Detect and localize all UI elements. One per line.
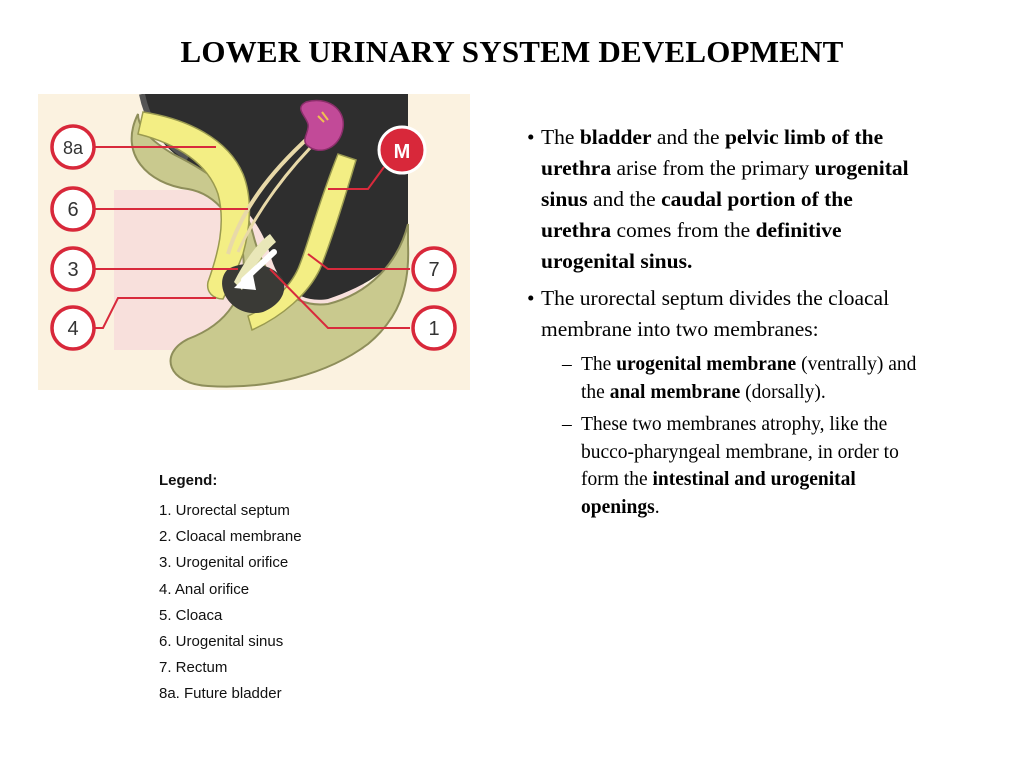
- term-definitive-sinus: definitive urogenital sinus.: [541, 218, 842, 273]
- bullet-urorectal-septum: •The urorectal septum divides the cloaca…: [527, 283, 927, 345]
- legend-item: 8a. Future bladder: [159, 685, 282, 703]
- label-4: 4: [50, 305, 96, 351]
- legend-title: Legend:: [159, 472, 218, 489]
- svg-text:M: M: [394, 141, 411, 163]
- label-1: 1: [411, 305, 457, 351]
- septum-arrowhead: [234, 270, 256, 290]
- bullet-marker: •: [527, 286, 535, 310]
- svg-text:6: 6: [67, 199, 78, 221]
- label-8a: 8a: [50, 124, 96, 170]
- subbullet-atrophy: –These two membranes atrophy, like the b…: [527, 411, 927, 521]
- subbullet-membranes: –The urogenital membrane (ventrally) and…: [527, 351, 927, 406]
- text-run: These two membranes atrophy, like the bu…: [581, 414, 899, 490]
- svg-text:4: 4: [67, 318, 78, 340]
- urogenital-sinus-shape: [137, 111, 251, 300]
- callout-line-7: [307, 253, 410, 270]
- bullet-list: •The bladder and the pelvic limb of the …: [527, 122, 927, 521]
- callout-line-1: [269, 268, 410, 329]
- label-3: 3: [50, 246, 96, 292]
- text-run: (ventrally) and the: [581, 354, 917, 403]
- bullet-marker: •: [527, 125, 535, 149]
- text-run: .: [654, 496, 660, 518]
- callout-line-M: [328, 166, 385, 190]
- svg-text:8a: 8a: [63, 138, 84, 158]
- kidney-shape: [300, 99, 344, 151]
- slide-title: LOWER URINARY SYSTEM DEVELOPMENT: [180, 34, 844, 69]
- label-7: 7: [411, 246, 457, 292]
- legend: Legend: 1. Urorectal septum 2. Cloacal m…: [159, 472, 302, 708]
- term-pelvic-urethra: pelvic limb of the urethra: [541, 125, 884, 180]
- text-run: arise from the primary: [611, 156, 815, 180]
- term-anal-membrane: anal membrane: [609, 381, 741, 403]
- kidney-calyces: [317, 111, 329, 123]
- text-run: and the: [651, 125, 725, 149]
- subbullet-marker: –: [562, 354, 572, 375]
- rectum-tube-shape: [247, 153, 357, 332]
- bullet-bladder-origin: •The bladder and the pelvic limb of the …: [527, 122, 927, 277]
- term-bladder: bladder: [579, 125, 652, 149]
- label-6: 6: [50, 186, 96, 232]
- cloaca-partition-illustration: 8a 6 3 4 7 1 M: [38, 94, 470, 390]
- legend-item: 2. Cloacal membrane: [159, 528, 302, 546]
- legend-item: 1. Urorectal septum: [159, 502, 290, 519]
- legend-item: 5. Cloaca: [159, 606, 223, 624]
- legend-item: 6. Urogenital sinus: [159, 632, 284, 650]
- text-run: (dorsally).: [740, 381, 826, 403]
- text-run: comes from the: [611, 218, 756, 242]
- embryo-diagram: 8a 6 3 4 7 1 M: [38, 94, 470, 390]
- term-urogenital-sinus: urogenital sinus: [541, 156, 909, 211]
- svg-text:7: 7: [428, 259, 439, 281]
- callout-lines: [76, 146, 410, 329]
- text-run: and the: [587, 187, 662, 211]
- label-M: M: [377, 125, 427, 175]
- term-urogenital-membrane: urogenital membrane: [616, 354, 797, 375]
- legend-item: 3. Urogenital orifice: [159, 554, 289, 572]
- term-openings: intestinal and urogenital openings: [581, 469, 856, 518]
- svg-text:3: 3: [67, 259, 78, 281]
- legend-item: 7. Rectum: [159, 659, 228, 677]
- legend-item: 4. Anal orifice: [159, 580, 250, 598]
- text-run: The: [541, 125, 580, 149]
- subbullet-marker: –: [562, 414, 572, 435]
- text-run: The: [581, 354, 617, 375]
- svg-text:1: 1: [428, 318, 439, 340]
- term-caudal-urethra: caudal portion of the urethra: [541, 187, 853, 242]
- text-run: The urorectal septum divides the cloacal…: [541, 286, 890, 341]
